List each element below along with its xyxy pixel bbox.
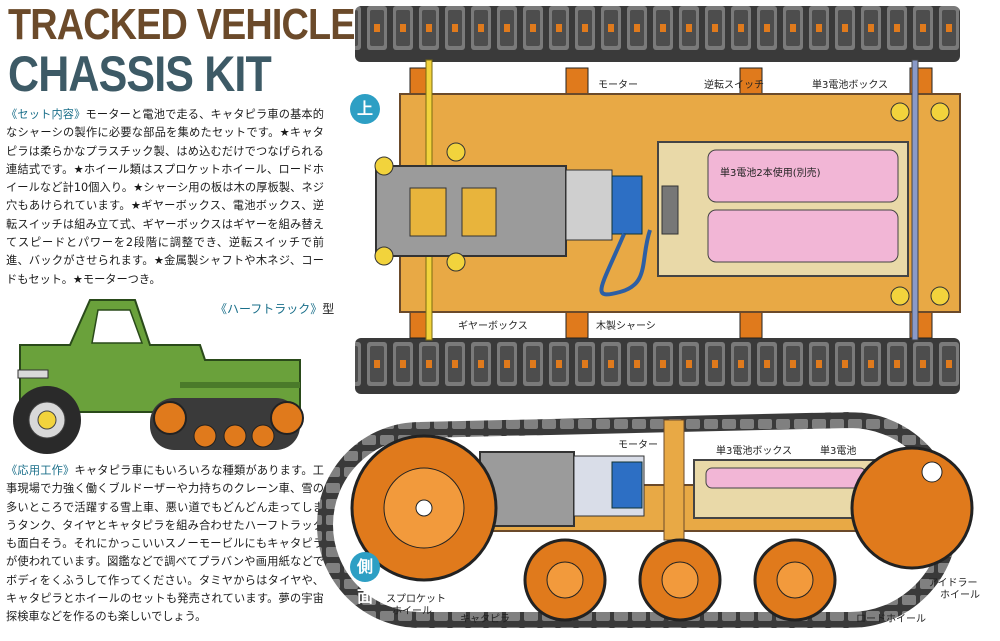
title-line-2: CHASSIS KIT bbox=[8, 46, 272, 102]
side-label-battery-box: 単3電池ボックス bbox=[716, 446, 793, 457]
top-label-motor: モーター bbox=[598, 80, 638, 91]
top-label-switch: 逆転スイッチ bbox=[704, 80, 764, 91]
top-label-chassis: 木製シャーシ bbox=[596, 321, 656, 332]
side-label-track: キャタピラ bbox=[460, 614, 510, 625]
top-view-illustration bbox=[355, 6, 961, 394]
top-label-battery-note: 単3電池2本使用(別売) bbox=[720, 168, 821, 179]
side-label-idler-1: アイドラー bbox=[928, 578, 978, 589]
halftrack-caption: 《ハーフトラック》型 bbox=[215, 300, 334, 317]
top-label-gearbox: ギヤーボックス bbox=[458, 321, 528, 332]
halftrack-truck-illustration bbox=[13, 299, 304, 454]
apply-heading: 《応用工作》 bbox=[6, 464, 75, 477]
halftrack-caption-suffix: 型 bbox=[322, 302, 335, 316]
intro-text: モーターと電池で走る、キャタピラ車の基本的なシャーシの製作に必要な部品を集めたセ… bbox=[6, 108, 324, 286]
side-label-battery: 単3電池 bbox=[820, 446, 857, 457]
top-label-battery-box: 単3電池ボックス bbox=[812, 80, 889, 91]
halftrack-caption-bracket: 《ハーフトラック》 bbox=[215, 302, 323, 316]
top-view-badge: 上面 bbox=[350, 94, 380, 148]
side-label-sprocket-2: ホイール bbox=[392, 606, 432, 617]
side-label-idler-2: ホイール bbox=[940, 590, 980, 601]
title-line-1: TRACKED VEHICLE bbox=[8, 0, 355, 49]
side-view-badge: 側面 bbox=[350, 552, 380, 606]
side-view-illustration bbox=[317, 411, 974, 628]
apply-text: キャタピラ車にもいろいろな種類があります。工事現場で力強く働くブルドーザーや力持… bbox=[6, 464, 324, 624]
apply-paragraph: 《応用工作》キャタピラ車にもいろいろな種類があります。工事現場で力強く働くブルド… bbox=[6, 462, 324, 627]
side-label-motor: モーター bbox=[618, 440, 658, 451]
side-label-road-wheel: ロードホイール bbox=[856, 614, 926, 625]
intro-heading: 《セット内容》 bbox=[6, 108, 86, 121]
intro-paragraph: 《セット内容》モーターと電池で走る、キャタピラ車の基本的なシャーシの製作に必要な… bbox=[6, 106, 324, 289]
side-label-sprocket-1: スプロケット bbox=[386, 594, 446, 605]
